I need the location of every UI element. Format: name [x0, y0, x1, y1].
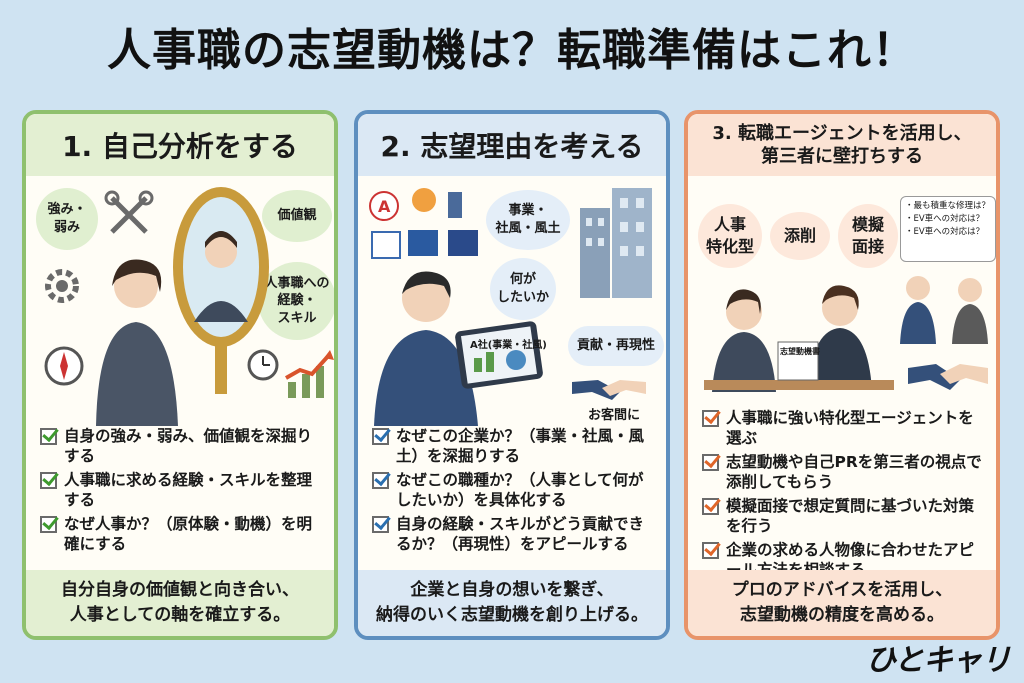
page-title: 人事職の志望動機は？転職準備はこれ！ [107, 25, 917, 76]
agent-illustration: 人事 特化型 添削 模擬 面接 ・最も積重な修理は？ ・EV車への対応は？ ・E… [688, 176, 996, 408]
card-motivation: 2. 志望理由を考える A 事業・ 社風・風土 何が したいか 貢献・再現性 [354, 110, 670, 640]
checkbox-icon [372, 515, 389, 533]
checkbox-icon [702, 410, 719, 427]
bubble-review: 添削 [770, 212, 830, 260]
bubble-contribution: 貢献・再現性 [568, 326, 664, 366]
handshake-caption: お客間に [588, 408, 641, 423]
interview-illustration [900, 276, 988, 344]
card-heading: 3. 転職エージェントを活用し、 第三者に壁打ちする [688, 114, 996, 176]
bubble-what-to-do: 何が したいか [490, 258, 556, 320]
bubble-strength: 強み・ 弱み [36, 188, 98, 250]
self-analysis-illustration: 強み・ 弱み 価値観 人事職への 経験・ スキル [26, 176, 334, 426]
checkbox-icon [40, 428, 57, 445]
checkbox-icon [702, 453, 719, 471]
card-footer: プロのアドバイスを活用し、 志望動機の精度を高める。 [688, 570, 996, 636]
bubble-business: 事業・ 社風・風土 [486, 190, 570, 250]
checkbox-icon [372, 428, 389, 445]
company-logos-icon: A [369, 188, 478, 259]
gear-icon [45, 269, 79, 303]
self-analysis-list: 自身の強み・弱み、価値観を深掘りする 人事職に求める経験・スキルを整理する なぜ… [26, 426, 334, 555]
list-item: 自身の経験・スキルがどう貢献できるか？（再現性）をアピールする [372, 514, 656, 555]
list-item: 人事職に強い特化型エージェントを選ぶ [702, 408, 986, 449]
list-item: 人事職に求める経験・スキルを整理する [40, 470, 324, 511]
svg-text:A: A [378, 197, 391, 216]
agent-list: 人事職に強い特化型エージェントを選ぶ 志望動機や自己PRを第三者の視点で添削して… [688, 408, 996, 581]
motivation-list: なぜこの企業か？（事業・社風・風土）を深掘りする なぜこの職種か？（人事として何… [358, 426, 666, 555]
person-illustration [96, 259, 178, 426]
checkbox-icon [702, 497, 719, 515]
card-footer: 自分自身の価値観と向き合い、 人事としての軸を確立する。 [26, 570, 334, 636]
checkbox-icon [40, 515, 57, 533]
wrench-icon [104, 190, 154, 234]
brand-logo: ひとキャリ [865, 643, 1011, 678]
checkbox-icon [372, 471, 389, 489]
list-item: なぜこの職種か？（人事として何がしたいか）を具体化する [372, 470, 656, 511]
card-footer: 企業と自身の想いを繋ぎ、 納得のいく志望動機を創り上げる。 [358, 570, 666, 636]
bubble-values: 価値観 [262, 190, 332, 242]
building-icon [580, 188, 652, 298]
checkbox-icon [702, 541, 719, 559]
list-item: 自身の強み・弱み、価値観を深掘りする [40, 426, 324, 467]
motivation-illustration: A 事業・ 社風・風土 何が したいか 貢献・再現性 [358, 176, 666, 426]
list-item: なぜこの企業か？（事業・社風・風土）を深掘りする [372, 426, 656, 467]
list-item: 志望動機や自己PRを第三者の視点で添削してもらう [702, 452, 986, 493]
checkbox-icon [40, 471, 57, 489]
mirror-illustration [173, 187, 269, 394]
bubble-mock-interview: 模擬 面接 [838, 204, 898, 268]
list-item: 模擬面接で想定質問に基づいた対策を行う [702, 496, 986, 537]
growth-chart-icon [285, 350, 334, 398]
list-item: なぜ人事か？（原体験・動機）を明確にする [40, 514, 324, 555]
handshake-icon [908, 364, 988, 390]
handshake-icon [572, 380, 646, 400]
document-label: 志望動機書 [780, 347, 820, 356]
card-heading: 2. 志望理由を考える [358, 114, 666, 176]
card-heading: 1. 自己分析をする [26, 114, 334, 176]
clock-icon [247, 349, 279, 381]
question-note: ・最も積重な修理は？ ・EV車への対応は？ ・EV車への対応は？ [900, 196, 996, 262]
compass-icon [44, 346, 84, 386]
card-self-analysis: 1. 自己分析をする 強み・ 弱み 価値観 人事職への 経験・ スキル [22, 110, 338, 640]
consultation-illustration [704, 285, 894, 392]
card-agent: 3. 転職エージェントを活用し、 第三者に壁打ちする 人事 特化型 添削 模擬 … [684, 110, 1000, 640]
bubble-specialized: 人事 特化型 [698, 204, 762, 268]
bubble-skills: 人事職への 経験・ スキル [258, 262, 334, 340]
person-tablet-illustration [374, 271, 543, 426]
tablet-label: A社(事業・社風) [470, 340, 547, 351]
